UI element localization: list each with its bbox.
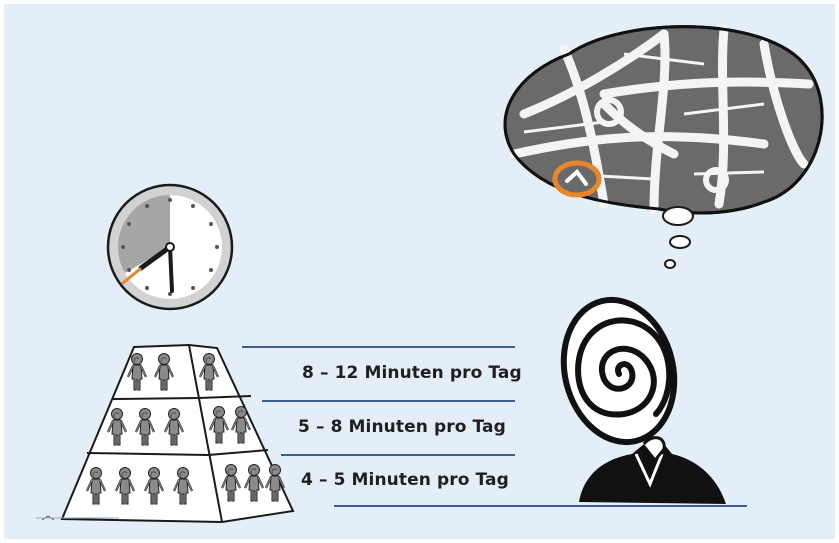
thought-bubble-map — [505, 27, 822, 268]
thinking-person-icon — [549, 288, 726, 504]
divider-line — [242, 346, 515, 348]
location-marker-icon — [555, 163, 599, 195]
divider-line — [334, 505, 747, 507]
illustration-canvas: 8 – 12 Minuten pro Tag 5 – 8 Minuten pro… — [4, 4, 835, 539]
divider-line — [262, 400, 515, 402]
label-middle-tier: 5 – 8 Minuten pro Tag — [298, 417, 506, 437]
divider-line — [281, 454, 515, 456]
label-bottom-tier: 4 – 5 Minuten pro Tag — [301, 470, 509, 490]
pyramid-of-people — [42, 345, 293, 522]
label-top-tier: 8 – 12 Minuten pro Tag — [302, 363, 522, 383]
illustration-art — [4, 4, 835, 539]
wall-clock-icon — [108, 185, 232, 309]
